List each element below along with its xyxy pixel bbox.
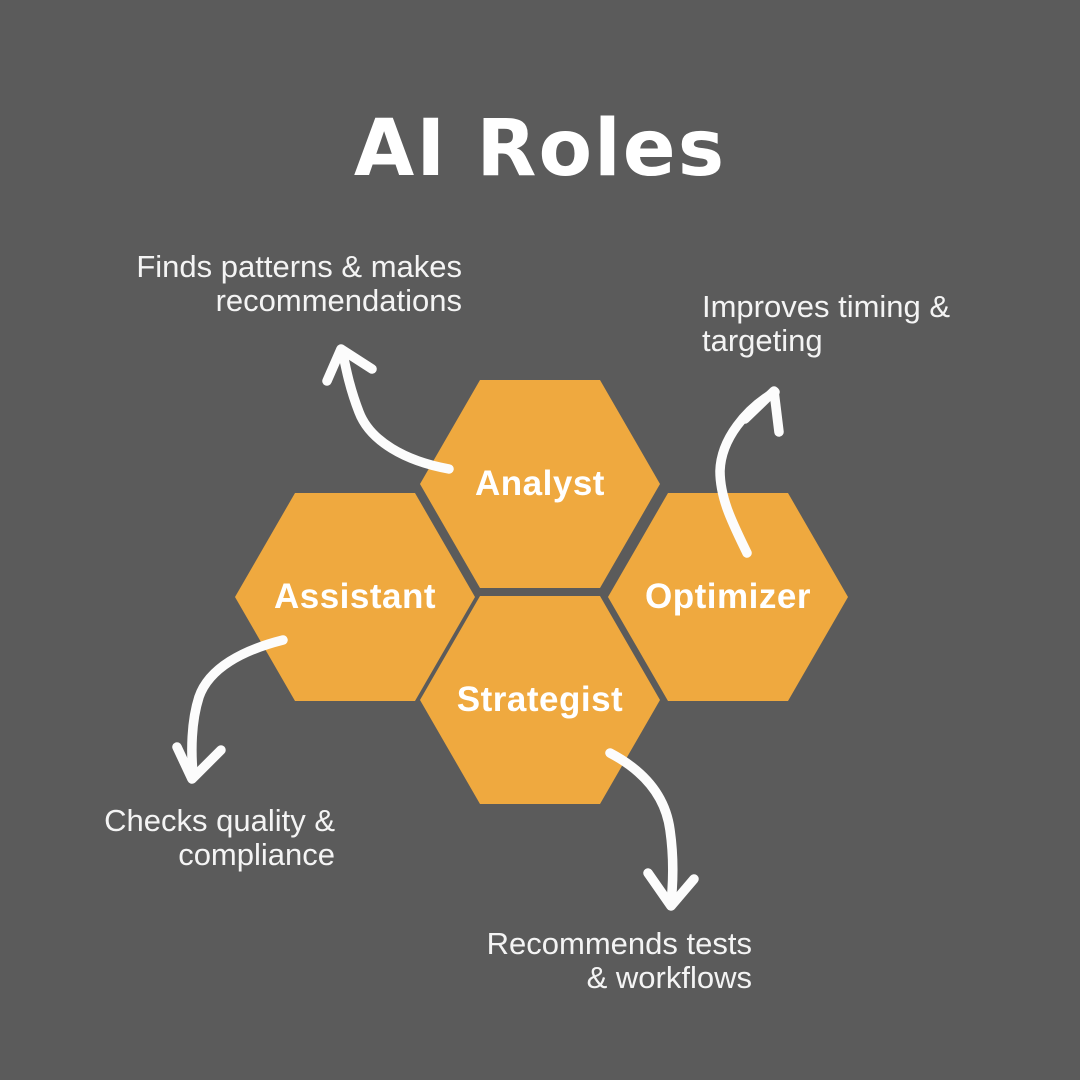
annotation-assistant-line2: compliance — [178, 837, 335, 872]
arrow-analyst-head — [322, 344, 377, 386]
hexagon-analyst: Analyst — [420, 380, 660, 588]
annotation-analyst-line1: Finds patterns & makes — [136, 249, 462, 284]
arrow-assistant-curve — [187, 635, 288, 779]
annotation-analyst-line2: recommendations — [215, 283, 462, 318]
arrow-strategist-head — [643, 868, 699, 911]
hexagon-optimizer: Optimizer — [608, 493, 848, 701]
arrow-assistant-head — [172, 742, 226, 784]
annotation-assistant-line1: Checks quality & — [104, 803, 335, 838]
hexagon-assistant-label: Assistant — [273, 577, 437, 616]
annotation-strategist: Recommends tests & workflows — [487, 927, 752, 995]
annotation-strategist-line1: Recommends tests — [486, 926, 752, 961]
annotation-optimizer-line2: targeting — [702, 323, 823, 358]
annotation-strategist-line2: & workflows — [586, 960, 752, 995]
annotation-optimizer-line1: Improves timing & — [702, 289, 951, 324]
hexagon-analyst-label: Analyst — [475, 464, 605, 503]
arrow-optimizer-head — [740, 386, 784, 437]
annotation-assistant: Checks quality & compliance — [104, 804, 335, 872]
arrow-strategist-curve — [605, 748, 678, 908]
annotation-optimizer: Improves timing & targeting — [702, 290, 950, 358]
arrow-analyst-curve — [338, 349, 454, 474]
annotation-analyst: Finds patterns & makes recommendations — [136, 250, 462, 318]
hexagon-strategist-label: Strategist — [456, 680, 624, 719]
page-title: AI Roles — [353, 104, 727, 194]
hexagon-optimizer-label: Optimizer — [645, 577, 811, 616]
